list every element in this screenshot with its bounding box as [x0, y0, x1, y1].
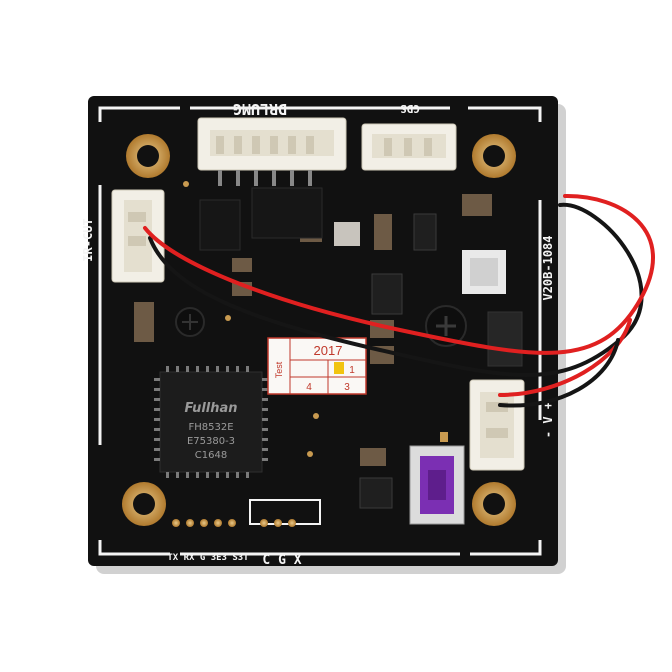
chip-line-3: C1648	[195, 450, 227, 461]
silk-power-label: - V +	[541, 402, 555, 438]
power-connector	[469, 379, 525, 471]
mounting-hole-top-right	[472, 134, 516, 178]
silkscreen-outlines	[98, 106, 542, 556]
sticker-row2-a: 4	[306, 382, 312, 393]
sticker-year: 2017	[314, 343, 343, 358]
ir-cut-connector	[111, 189, 165, 283]
silk-cds-label: CDS	[400, 102, 420, 115]
screw-left	[175, 307, 205, 337]
chip-line-1: FH8532E	[188, 422, 233, 433]
silk-bottom-box	[249, 499, 321, 525]
silk-bottom-pins: TX RX G 3E3 S3T	[167, 553, 249, 563]
silk-bottom-connector: C G X	[262, 553, 301, 568]
inspection-sticker: 2017 1 4 3 Test	[267, 337, 367, 395]
mounting-hole-top-left	[126, 134, 170, 178]
top-connector-main	[197, 117, 347, 186]
purple-component	[409, 445, 465, 525]
bottom-pads	[172, 519, 296, 527]
mounting-hole-bottom-right	[472, 482, 516, 526]
sticker-row2-b: 3	[344, 382, 350, 393]
wires	[143, 193, 655, 408]
top-connector-cds	[361, 123, 457, 171]
chip-brand: Fullhan	[184, 401, 237, 416]
silk-model-label: V20B-1084	[541, 235, 555, 300]
sticker-row1: 1	[349, 365, 355, 376]
soc-chip: Fullhan FH8532E E75380-3 C1648	[154, 366, 268, 478]
sticker-side: Test	[274, 361, 284, 378]
mounting-hole-bottom-left	[122, 482, 166, 526]
chip-line-2: E75380-3	[187, 436, 235, 447]
silk-top-connector-label: DRLUMG	[233, 100, 287, 118]
silk-ir-cut-label: IR-CUT	[81, 218, 95, 261]
